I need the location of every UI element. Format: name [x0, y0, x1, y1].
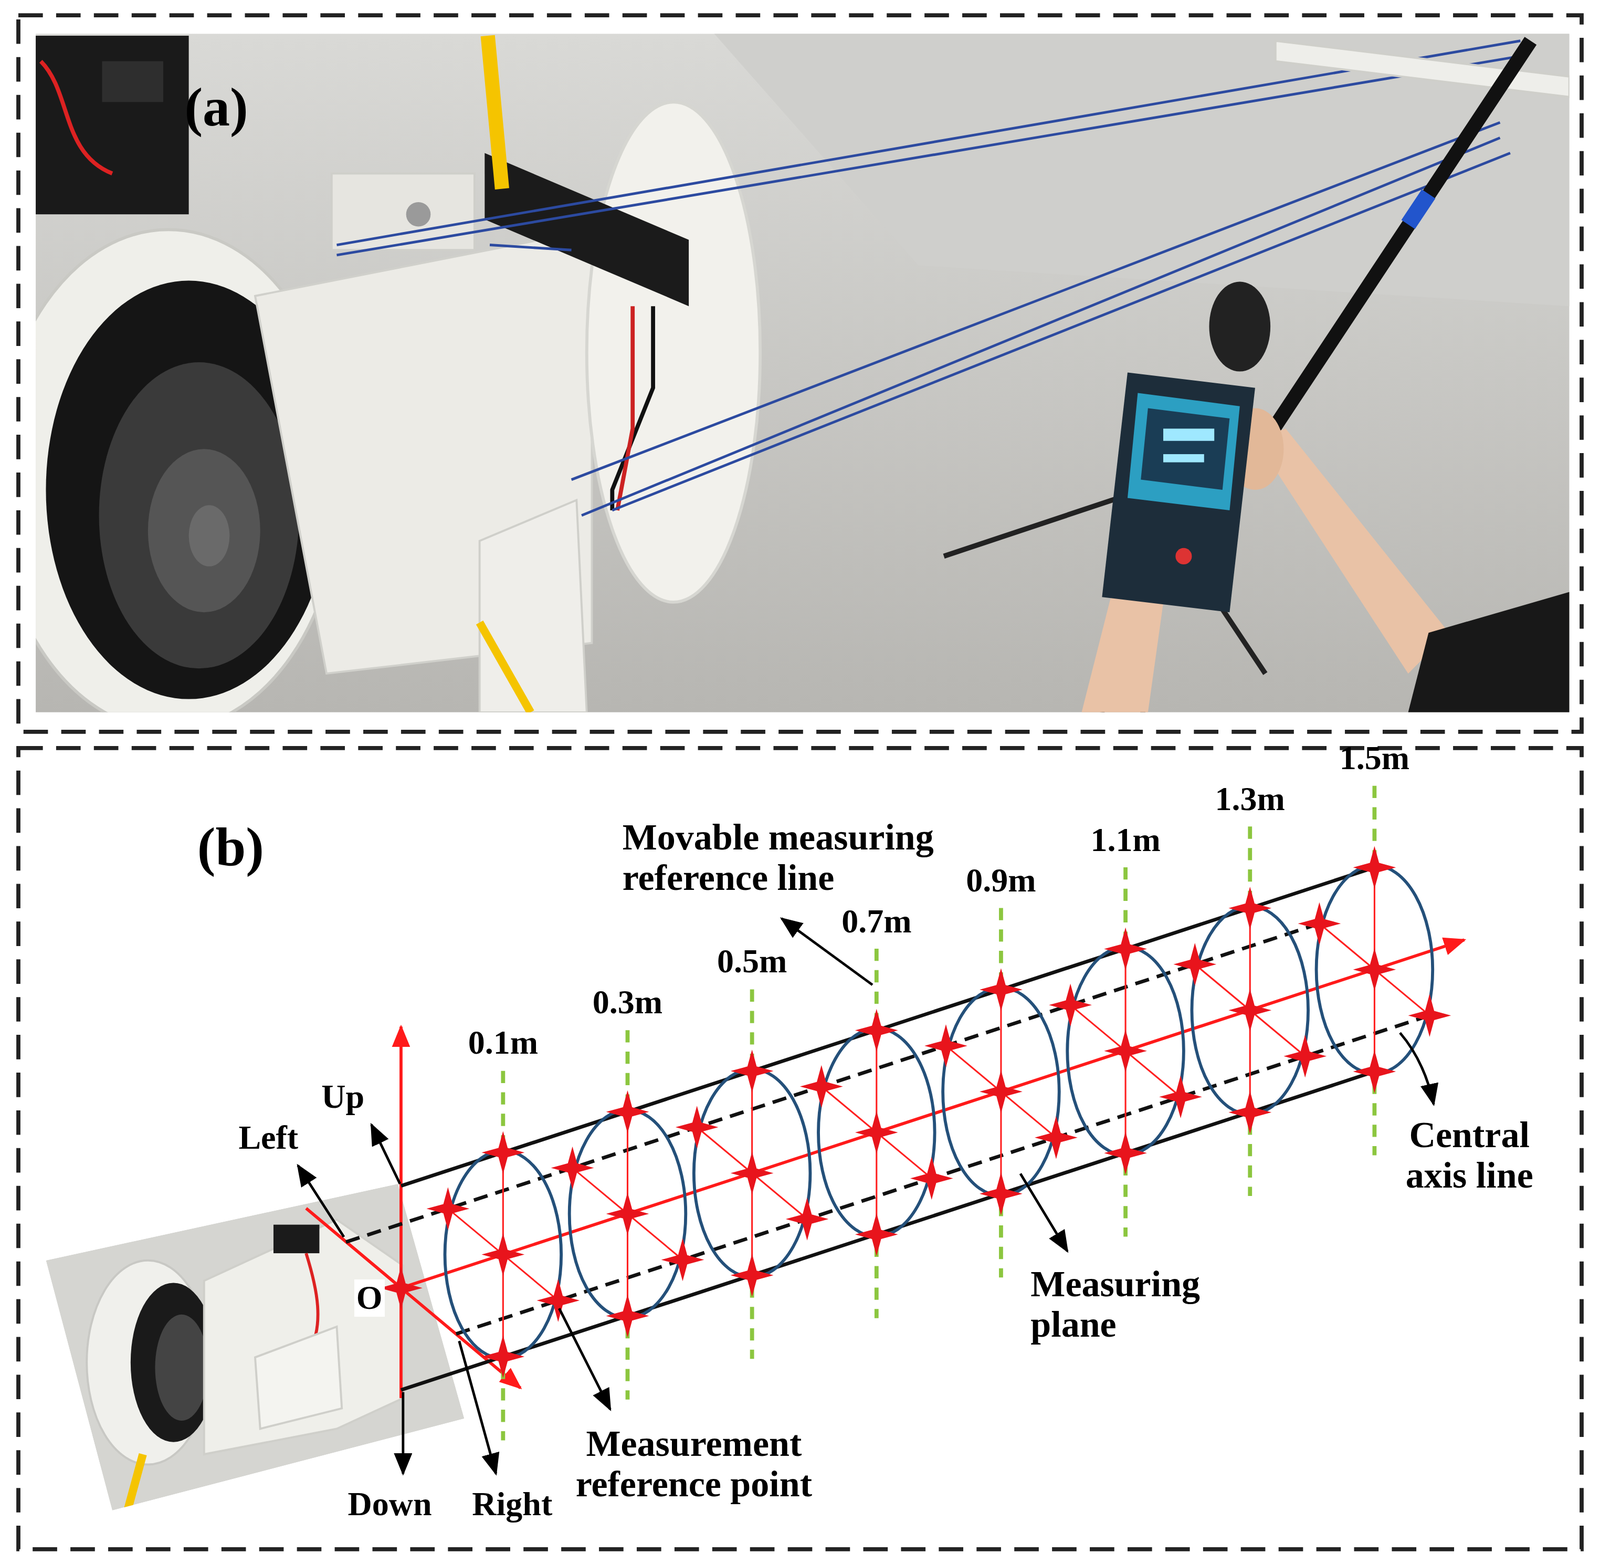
distance-label: 0.7m	[841, 902, 912, 940]
test-rig-photo	[1140, 408, 1230, 491]
test-rig-photo	[336, 40, 1521, 516]
test-rig-photo	[1208, 281, 1271, 372]
callout-label: Measurement reference point	[546, 1423, 841, 1504]
direction-label: Up	[321, 1078, 365, 1115]
test-rig-photo	[1163, 428, 1215, 462]
distance-label: 1.1m	[1090, 821, 1161, 859]
reference-line	[345, 923, 1320, 1242]
test-rig-photo	[487, 35, 502, 189]
measuring-plane	[426, 1186, 470, 1230]
measuring-plane	[800, 948, 954, 1319]
direction-label: Left	[238, 1119, 299, 1156]
leader-arrow	[401, 1391, 405, 1474]
measuring-plane	[426, 1070, 581, 1441]
test-rig-photo	[581, 137, 1500, 515]
test-rig-photo	[406, 202, 431, 227]
test-rig-photo	[1163, 454, 1205, 463]
test-rig-photo	[35, 33, 1570, 713]
measuring-plane	[675, 989, 829, 1360]
distance-label: 0.3m	[592, 983, 663, 1021]
callout-label: Central axis line	[1380, 1114, 1559, 1196]
distance-label: 0.5m	[717, 942, 787, 980]
leader-arrow	[559, 1308, 610, 1409]
measuring-plane	[536, 1278, 580, 1322]
panel-label: (b)	[197, 816, 265, 877]
measuring-plane	[481, 1130, 525, 1174]
panel-border	[18, 15, 1582, 1550]
direction-label: Down	[348, 1485, 433, 1523]
axis-lines	[306, 1026, 521, 1399]
test-rig-photo	[479, 500, 587, 713]
device-photo	[273, 1224, 320, 1254]
measuring-plane	[500, 1070, 505, 1141]
distance-label: 1.3m	[1215, 780, 1286, 818]
measuring-plane	[924, 907, 1078, 1278]
reference-line	[401, 1071, 1375, 1390]
distance-label: 1.5m	[1339, 739, 1410, 777]
test-rig-photo	[479, 622, 531, 713]
measuring-plane	[551, 1029, 705, 1400]
leader-arrow	[459, 1340, 497, 1474]
distance-label: 0.9m	[965, 861, 1036, 899]
test-rig-photo	[484, 153, 689, 307]
test-rig-photo	[35, 33, 1570, 713]
test-rig-photo	[40, 61, 113, 174]
test-rig-photo	[617, 306, 633, 511]
test-rig-photo	[1101, 372, 1256, 613]
test-rig-photo	[1408, 591, 1570, 712]
measuring-plane	[1048, 867, 1203, 1237]
leader-arrow	[1020, 1173, 1068, 1251]
test-rig-photo	[336, 40, 1521, 246]
callout-label: Movable measuring reference line	[622, 816, 1001, 898]
panel-label: (a)	[184, 77, 248, 138]
measuring-plane	[1173, 826, 1327, 1196]
device-photo	[127, 1454, 143, 1511]
callout-label: Measuring plane	[1030, 1263, 1251, 1345]
leader-arrow	[1400, 1032, 1434, 1104]
test-rig-photo	[99, 362, 300, 669]
test-rig-photo	[612, 153, 1511, 511]
measuring-plane	[1298, 785, 1452, 1156]
leader-arrow	[298, 918, 1435, 1473]
direction-label: Right	[471, 1485, 553, 1523]
reference-line	[456, 1015, 1430, 1334]
device-photo	[255, 1326, 342, 1429]
leader-arrow	[371, 1124, 400, 1184]
leader-arrow	[298, 1165, 344, 1237]
device-photo	[154, 1314, 208, 1421]
test-rig-photo	[1239, 40, 1531, 480]
panel-border	[18, 15, 1582, 732]
test-rig-photo	[331, 173, 475, 250]
test-rig-photo	[1127, 392, 1240, 511]
test-rig-photo	[336, 56, 1521, 256]
measuring-plane	[447, 1208, 559, 1301]
test-rig-photo	[188, 504, 230, 567]
origin-star	[379, 1266, 423, 1310]
measuring-plane	[481, 1334, 525, 1378]
panel-border	[18, 748, 1582, 1550]
axis-lines	[399, 1026, 403, 1399]
test-rig-photo	[1255, 428, 1449, 674]
test-rig-photo	[489, 245, 572, 251]
distance-label: 0.1m	[468, 1024, 539, 1061]
test-rig-photo	[1163, 428, 1215, 441]
test-rig-photo	[1408, 193, 1429, 225]
measuring-plane	[481, 1233, 525, 1277]
measuring-plane	[445, 1150, 562, 1359]
test-rig-photo	[612, 306, 654, 511]
test-rig-photo	[101, 61, 164, 103]
test-rig-photo	[35, 35, 189, 215]
origin-label: O	[354, 1279, 385, 1317]
measuring-planes	[426, 785, 1452, 1441]
test-rig-photo	[148, 448, 261, 613]
test-rig-photo	[1175, 548, 1192, 565]
device-photo	[204, 1219, 404, 1455]
